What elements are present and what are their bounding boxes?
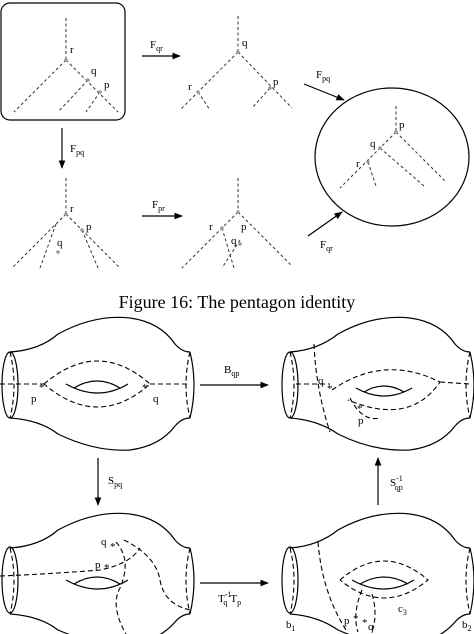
surface-c: q * p * — [0, 512, 195, 634]
label-q: q — [57, 237, 63, 249]
label-p: p — [344, 615, 350, 627]
label-p: p — [31, 393, 37, 405]
tree-2: q r p — [179, 16, 293, 111]
move-label-braid: Bqp — [224, 364, 239, 378]
label-q: q — [231, 235, 237, 247]
label-q: q — [101, 536, 107, 548]
label-q: q — [368, 621, 374, 633]
star: * — [142, 382, 148, 394]
tree-3-frame — [314, 87, 470, 227]
move-label-top: Fqr — [150, 39, 163, 53]
star: * — [362, 617, 368, 629]
surface-b: q * * p — [281, 316, 474, 451]
label-q: q — [91, 65, 97, 77]
star: * — [353, 613, 359, 625]
label-b1: b1 — [286, 619, 296, 633]
label-r: r — [70, 44, 74, 56]
label-p: p — [95, 559, 101, 571]
label-r: r — [188, 81, 192, 93]
tree-5: p r q — [181, 178, 293, 269]
star: * — [327, 383, 333, 395]
label-p: p — [241, 221, 247, 233]
label-q: q — [242, 37, 248, 49]
tree-1-boxed: r q p — [0, 2, 126, 121]
label-q: q — [370, 138, 376, 150]
star: * — [104, 562, 110, 574]
label-r: r — [356, 158, 360, 170]
label-b2: b2 — [462, 619, 472, 633]
label-p: p — [86, 221, 92, 233]
move-label-bottom: Fpr — [152, 199, 165, 213]
star: * — [39, 382, 45, 394]
pentagon-arrows: Fqr Fpq Fpq Fpr Fqr — [58, 39, 345, 253]
label-c3: c3 — [398, 603, 407, 617]
move-label-lower-right: Fqr — [320, 239, 333, 253]
label-r: r — [70, 203, 74, 215]
label-r: r — [209, 221, 213, 233]
tree-4: r p q — [11, 178, 121, 269]
label-p: p — [358, 415, 364, 427]
label-q: q — [153, 393, 159, 405]
tree-1-frame — [0, 2, 126, 121]
move-label-left: Fpq — [70, 143, 84, 157]
star: * — [357, 403, 363, 415]
star: * — [110, 541, 116, 553]
tree-3-circled: p q r — [314, 87, 470, 227]
move-label-upper-right: Fpq — [316, 69, 330, 83]
label-p: p — [273, 76, 279, 88]
label-q: q — [318, 375, 324, 387]
surface-a: * * p q — [0, 316, 195, 451]
arrow-lower-right — [307, 211, 343, 237]
move-label-s: Spq — [108, 475, 122, 489]
figure-caption: Figure 16: The pentagon identity — [119, 292, 356, 312]
label-p: p — [104, 79, 110, 91]
label-p: p — [399, 119, 405, 131]
arrow-upper-right — [303, 83, 345, 101]
surface-d: p * * q b1 b2 c3 — [281, 512, 474, 634]
